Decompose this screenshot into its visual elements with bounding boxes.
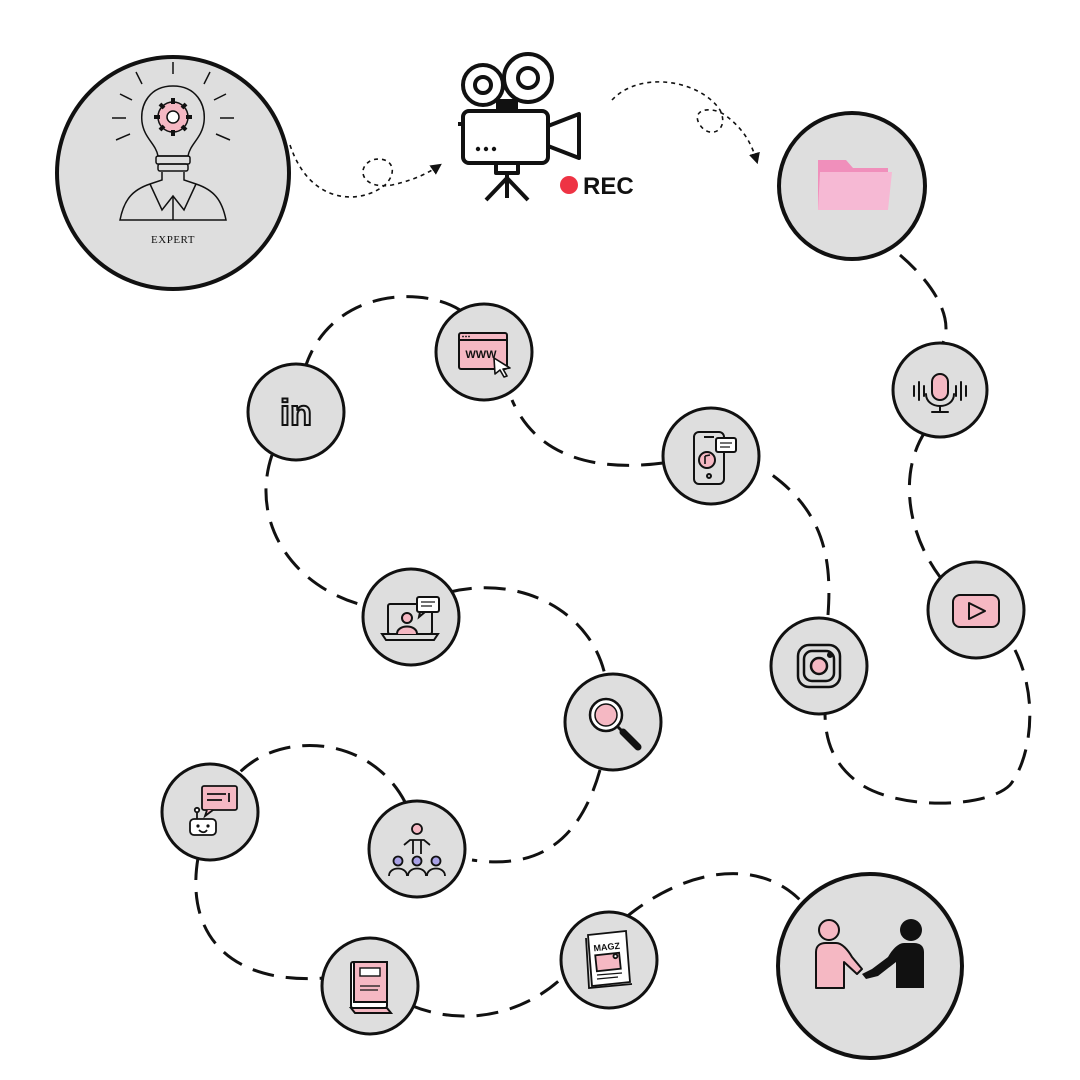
webinar-node [363,569,459,665]
arrow-camera-to-folder [612,82,757,162]
rec-label: REC [583,173,634,200]
www-label: WWW [465,349,497,361]
expert-label: EXPERT [151,234,195,246]
folder-node [779,113,925,259]
dotted-arrows [290,82,757,197]
expert-circle [57,57,289,289]
expert-node: EXPERT [57,57,289,289]
connector-podcast-youtube [909,432,940,577]
handshake-circle [778,874,962,1058]
movie-camera-icon [458,54,579,200]
handshake-node [778,874,962,1058]
connector-magazine-handshake [625,874,800,918]
magazine-icon: MAGZ [586,931,632,988]
instagram-node [771,618,867,714]
video-camera-node: REC [458,54,634,200]
connector-instagram-tiktok [765,470,829,615]
audience-node [369,801,465,897]
search-node [565,674,661,770]
linkedin-icon: in [280,392,312,433]
play-button-icon [953,595,999,627]
linkedin-node: in [248,364,344,460]
audience-circle [369,801,465,897]
podcast-node [893,343,987,437]
youtube-node [928,562,1024,658]
connector-webinar-search [450,588,605,675]
magazine-node: MAGZ [561,912,657,1008]
connector-audience-chatbot [238,745,405,802]
connector-chatbot-ebook [196,858,325,979]
ebook-node [322,938,418,1034]
book-icon [351,962,391,1013]
connector-tiktok-website [512,400,663,465]
chatbot-node [162,764,258,860]
connector-linkedin-webinar [266,455,362,605]
tiktok-node [663,408,759,504]
connector-search-audience [472,770,600,862]
website-node: WWW [436,304,532,400]
rec-dot-icon [560,176,578,194]
connector-folder-podcast [900,255,946,345]
connector-ebook-magazine [410,975,565,1016]
arrow-expert-to-camera [290,145,440,197]
